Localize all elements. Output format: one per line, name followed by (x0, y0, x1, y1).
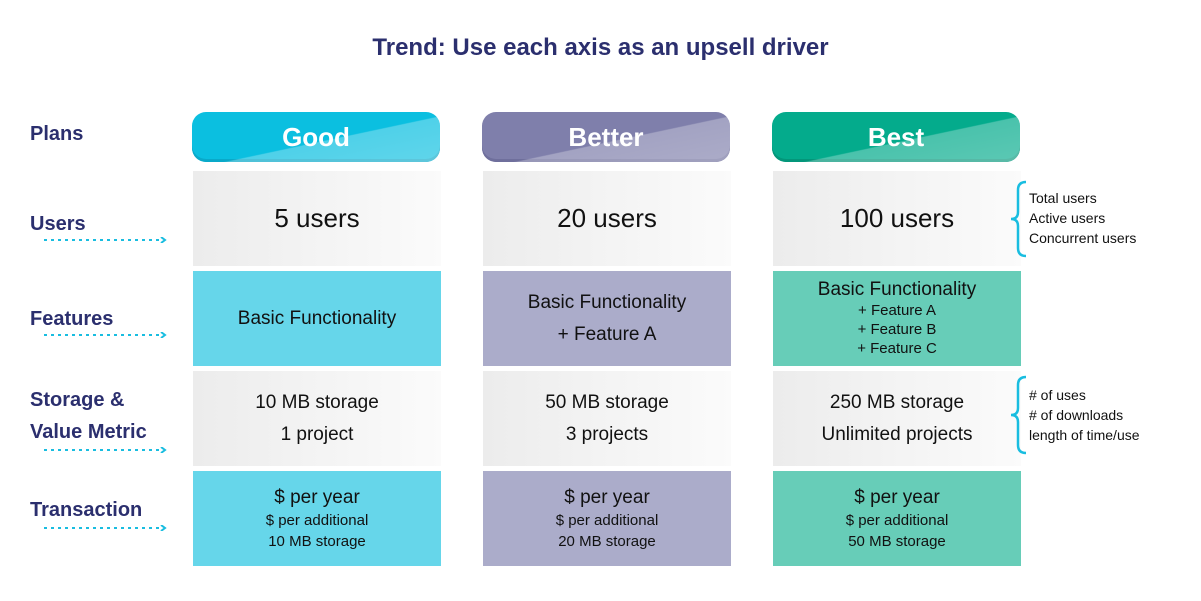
curly-brace-icon (1010, 180, 1027, 258)
row-label-users: Users (30, 213, 86, 235)
feature-line: Basic Functionality (817, 279, 977, 300)
storage-line: 3 projects (565, 423, 649, 445)
feature-line: + Feature A (557, 323, 657, 345)
transaction-line: $ per year (274, 486, 360, 508)
plan-header-best: Best (772, 112, 1020, 162)
cell-best-users: 100 users (773, 171, 1021, 266)
feature-line: Basic Functionality (527, 291, 687, 313)
feature-line: + Feature B (857, 321, 937, 338)
curly-brace-icon (1010, 375, 1027, 455)
plan-header-good: Good (192, 112, 440, 162)
users-value: 20 users (557, 203, 657, 233)
cell-best-transaction: $ per year $ per additional 50 MB storag… (773, 471, 1021, 566)
users-value: 100 users (839, 203, 955, 233)
transaction-line: $ per year (854, 486, 940, 508)
cell-best-features: Basic Functionality + Feature A + Featur… (773, 271, 1021, 366)
cell-good-transaction: $ per year $ per additional 10 MB storag… (193, 471, 441, 566)
note-line: # of downloads (1029, 407, 1124, 423)
cell-better-storage: 50 MB storage 3 projects (483, 371, 731, 466)
dotted-arrow-icon (44, 525, 167, 531)
plan-header-better: Better (482, 112, 730, 162)
transaction-line: 50 MB storage (848, 532, 946, 550)
plan-name: Best (867, 121, 925, 152)
diagram-title: Trend: Use each axis as an upsell driver (372, 34, 829, 61)
transaction-line: $ per additional (845, 511, 949, 529)
note-line: Concurrent users (1029, 230, 1137, 246)
row-label-storage-line1: Storage & (30, 389, 125, 411)
users-metric-notes: Total users Active users Concurrent user… (1029, 188, 1136, 248)
row-label-transaction: Transaction (30, 499, 143, 521)
note-line: Active users (1029, 210, 1106, 226)
plan-name: Better (568, 121, 644, 152)
storage-line: 1 project (280, 423, 354, 445)
storage-metric-notes: # of uses # of downloads length of time/… (1029, 385, 1140, 445)
row-label-storage-line2: Value Metric (30, 421, 147, 443)
feature-line: + Feature A (858, 302, 936, 319)
note-line: length of time/use (1029, 427, 1140, 443)
cell-best-storage: 250 MB storage Unlimited projects (773, 371, 1021, 466)
users-value: 5 users (274, 203, 360, 233)
cell-better-users: 20 users (483, 171, 731, 266)
row-label-plans: Plans (30, 123, 84, 145)
dotted-arrow-icon (44, 237, 167, 243)
transaction-line: $ per year (564, 486, 650, 508)
note-line: # of uses (1029, 387, 1086, 403)
feature-line: Basic Functionality (237, 307, 397, 329)
cell-good-features: Basic Functionality (193, 271, 441, 366)
note-line: Total users (1029, 190, 1097, 206)
dotted-arrow-icon (44, 332, 167, 338)
storage-line: Unlimited projects (821, 423, 973, 445)
cell-better-features: Basic Functionality + Feature A (483, 271, 731, 366)
plan-name: Good (282, 121, 350, 152)
cell-better-transaction: $ per year $ per additional 20 MB storag… (483, 471, 731, 566)
storage-line: 50 MB storage (545, 391, 669, 413)
storage-line: 250 MB storage (829, 391, 965, 413)
dotted-arrow-icon (44, 447, 167, 453)
storage-line: 10 MB storage (255, 391, 379, 413)
cell-good-storage: 10 MB storage 1 project (193, 371, 441, 466)
cell-good-users: 5 users (193, 171, 441, 266)
transaction-line: $ per additional (265, 511, 369, 529)
transaction-line: 20 MB storage (558, 532, 656, 550)
transaction-line: $ per additional (555, 511, 659, 529)
feature-line: + Feature C (857, 340, 937, 357)
row-label-features: Features (30, 308, 114, 330)
transaction-line: 10 MB storage (268, 532, 366, 550)
